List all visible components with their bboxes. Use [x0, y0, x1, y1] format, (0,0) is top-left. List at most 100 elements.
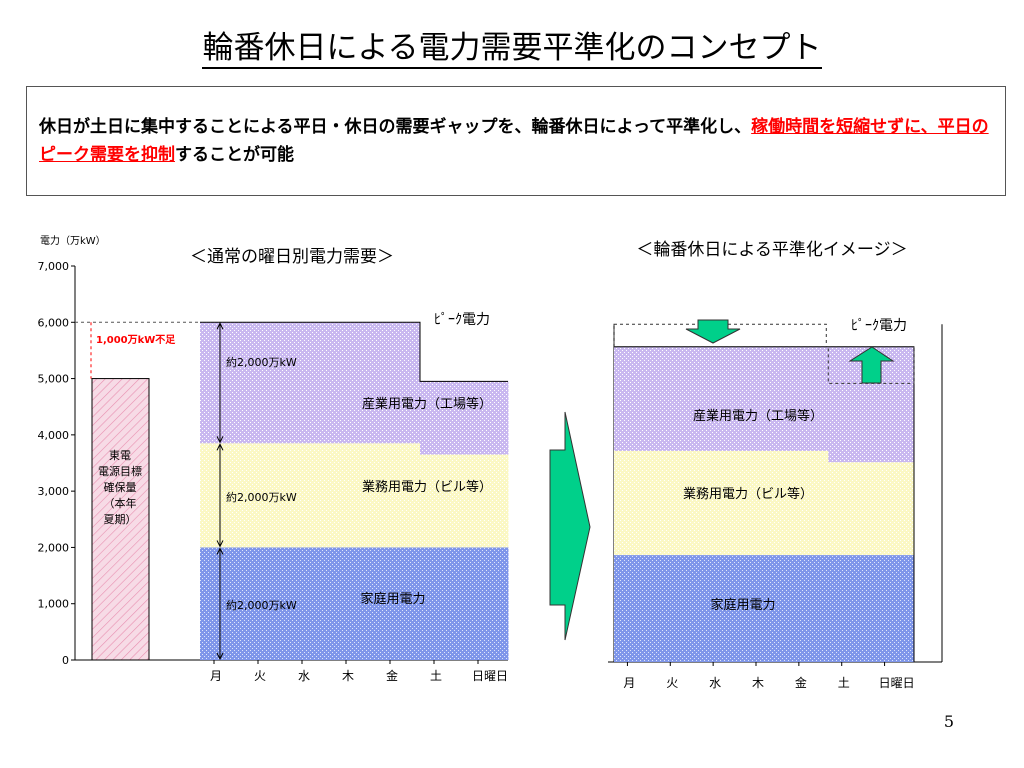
- segment-arrowhead: [216, 443, 224, 451]
- shortfall-label: 1,000万kW不足: [96, 334, 176, 346]
- x-tick-label: 木: [342, 669, 354, 683]
- bar-segment: [288, 322, 333, 444]
- bar-segment: [785, 555, 829, 662]
- x-tick-label: 金: [795, 675, 807, 690]
- bar-segment: [742, 346, 786, 451]
- segment-annotation: 約2,000万kW: [226, 598, 297, 612]
- bar-segment: [656, 346, 701, 451]
- series-label-household: 家庭用電力: [360, 591, 425, 607]
- description-part1: 休日が土日に集中することによる平日・休日の需要ギャップを、輪番休日によって平準化…: [39, 117, 752, 137]
- segment-arrowhead: [216, 652, 224, 661]
- bar-outline: [200, 321, 508, 382]
- description-part2: することが可能: [175, 145, 294, 165]
- bar-segment: [376, 322, 421, 444]
- bar-segment: [200, 322, 245, 444]
- segment-arrowhead: [216, 322, 224, 330]
- segment-annotation: 約2,000万kW: [226, 490, 297, 504]
- y-axis-label: 電力（万kW）: [40, 234, 106, 247]
- x-tick-label: 水: [298, 669, 310, 683]
- bar-segment: [785, 450, 829, 556]
- x-tick-label: 日曜日: [879, 676, 915, 690]
- bar-segment: [828, 555, 872, 662]
- bar-segment: [200, 547, 245, 660]
- x-tick-label: 火: [254, 669, 266, 683]
- bar-segment: [871, 555, 915, 662]
- x-tick-label: 木: [752, 676, 764, 690]
- bar-segment: [785, 346, 829, 451]
- target-bar-label: 確保量: [104, 480, 137, 494]
- previous-peak-box: [613, 323, 827, 348]
- segment-arrowhead: [216, 436, 224, 444]
- segment-annotation: 約2,000万kW: [226, 355, 297, 369]
- x-tick-label: 月: [210, 669, 222, 683]
- right-series-label-household: 家庭用電力: [710, 597, 775, 613]
- bar-segment: [656, 555, 701, 662]
- left-peak-label: ﾋﾟｰｸ電力: [434, 312, 490, 328]
- y-tick-label: 4,000: [38, 429, 70, 442]
- description-box: 休日が土日に集中することによる平日・休日の需要ギャップを、輪番休日によって平準化…: [26, 86, 1006, 196]
- segment-arrowhead: [216, 540, 224, 548]
- bar-segment: [614, 346, 658, 451]
- right-peak-label: ﾋﾟｰｸ電力: [851, 318, 907, 334]
- bar-segment: [699, 555, 744, 662]
- right-series-label-business: 業務用電力（ビル等）: [683, 486, 813, 502]
- bar-segment: [332, 322, 377, 444]
- x-tick-label: 金: [386, 668, 398, 683]
- page-title-text: 輪番休日による電力需要平準化のコンセプト: [202, 30, 822, 69]
- weekend-rise-box: [827, 346, 915, 384]
- target-bar-label: （本年: [104, 496, 137, 510]
- target-bar-label: 夏期）: [104, 513, 137, 526]
- x-tick-label: 土: [838, 676, 850, 690]
- y-tick-label: 0: [62, 654, 69, 667]
- bar-segment: [699, 450, 744, 556]
- right-chart-title: ＜輪番休日による平準化イメージ＞: [636, 240, 907, 260]
- bar-segment: [288, 547, 333, 660]
- bar-segment: [244, 443, 289, 548]
- y-tick-label: 3,000: [38, 485, 70, 498]
- x-tick-label: 土: [430, 669, 442, 683]
- segment-arrowhead: [216, 547, 224, 555]
- y-tick-label: 1,000: [38, 598, 70, 611]
- bar-segment: [828, 462, 872, 556]
- bar-segment: [464, 381, 509, 455]
- series-label-industrial: 産業用電力（工場等）: [362, 396, 492, 412]
- bar-segment: [742, 555, 786, 662]
- bar-segment: [244, 547, 289, 660]
- peak-down-arrow: [685, 319, 741, 344]
- page-title: 輪番休日による電力需要平準化のコンセプト: [0, 22, 1024, 69]
- bar-segment: [464, 454, 509, 548]
- bar-segment: [614, 450, 658, 556]
- target-bar: [91, 378, 150, 661]
- bar-segment: [376, 547, 421, 660]
- y-tick-label: 7,000: [38, 260, 70, 273]
- weekend-up-arrow: [848, 346, 895, 384]
- series-label-business: 業務用電力（ビル等）: [362, 479, 492, 495]
- x-tick-label: 日曜日: [472, 669, 508, 683]
- x-tick-label: 水: [709, 676, 721, 690]
- description-highlight: 稼働時間を短縮せずに、平日のピーク需要を抑制: [39, 117, 989, 165]
- right-series-label-industrial: 産業用電力（工場等）: [693, 408, 823, 424]
- bar-segment: [420, 454, 465, 548]
- bar-segment: [288, 443, 333, 548]
- bar-segment: [614, 555, 658, 662]
- page-number: 5: [943, 712, 954, 731]
- bar-segment: [656, 450, 701, 556]
- target-bar-label: 電源目標: [98, 464, 142, 478]
- bar-segment: [699, 346, 744, 451]
- bar-segment: [420, 381, 465, 455]
- y-tick-label: 2,000: [38, 541, 70, 554]
- left-chart-title: ＜通常の曜日別電力需要＞: [190, 247, 394, 267]
- bar-segment: [332, 547, 377, 660]
- bar-segment: [200, 443, 245, 548]
- bar-segment: [332, 443, 377, 548]
- bar-segment: [244, 322, 289, 444]
- y-tick-label: 5,000: [38, 373, 70, 386]
- bar-segment: [871, 462, 915, 556]
- transition-arrow: [549, 411, 591, 641]
- bar-segment: [464, 547, 509, 660]
- y-tick-label: 6,000: [38, 316, 70, 329]
- target-bar-label: 東電: [109, 449, 131, 462]
- bar-segment: [742, 450, 786, 556]
- bar-segment: [376, 443, 421, 548]
